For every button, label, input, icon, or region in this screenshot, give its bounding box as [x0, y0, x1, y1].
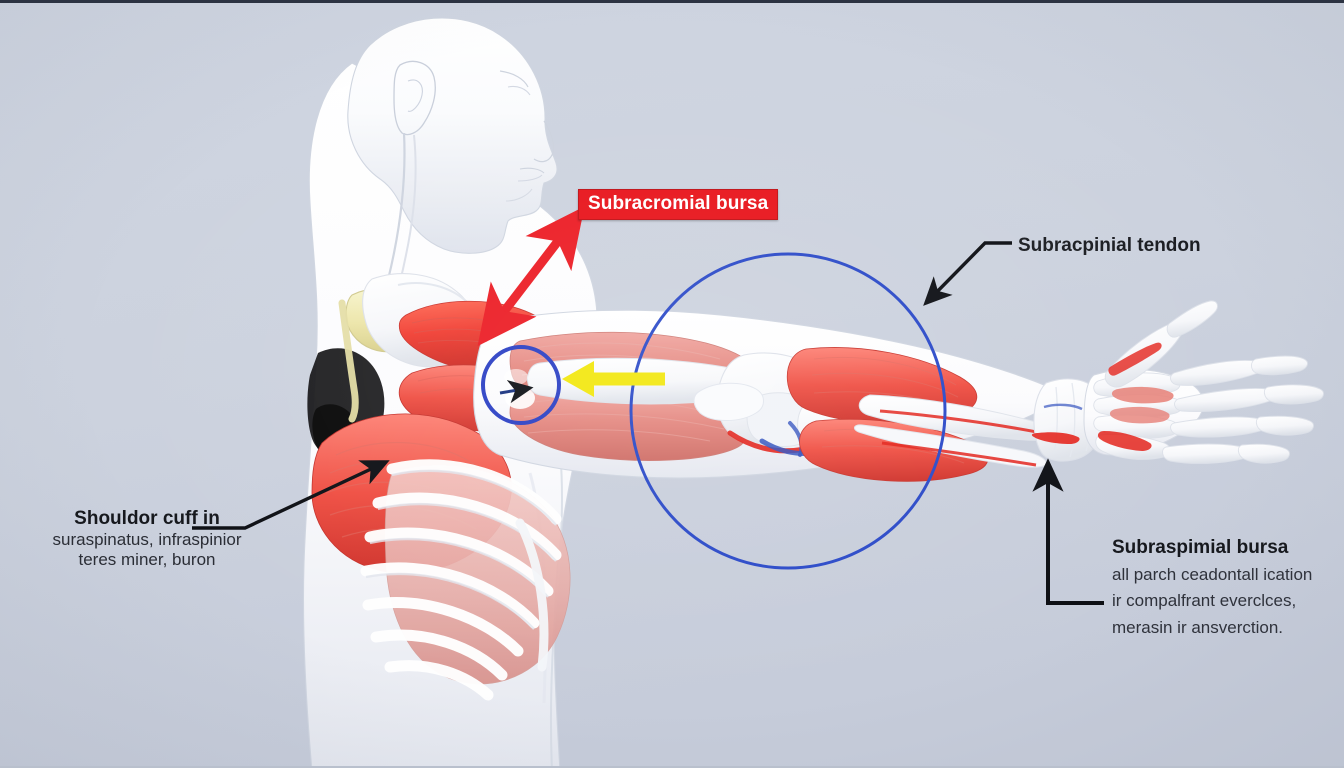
olecranon [693, 382, 764, 421]
ear-outline [393, 60, 436, 136]
nose-line [533, 120, 555, 163]
bursa-note-line-1: all parch ceadontall ication [1112, 565, 1313, 584]
supraspinatus-tendon-label: Subracpinial tendon [1018, 235, 1201, 256]
forearm-tendons [879, 409, 1043, 467]
lip-upper [519, 167, 545, 174]
chin-line [505, 188, 533, 202]
cuff-pointer-arrow [192, 460, 390, 530]
bursa-note-heading: Subraspimial bursa [1112, 537, 1289, 558]
anatomy-artwork [0, 3, 1344, 766]
bursa-note-block: Subraspimial bursa all parch ceadontall … [1112, 537, 1342, 641]
ulna-bone [854, 424, 1047, 468]
tendon-pointer-arrow [923, 241, 1012, 306]
phalanges [1104, 300, 1324, 464]
bursa-inner-pointer [499, 380, 534, 404]
bursa-note-line-2: ir compalfrant everclces, [1112, 591, 1297, 611]
yellow-arrow-head [562, 361, 594, 397]
ribcage-shadow [365, 469, 557, 630]
hand-muscles [1031, 342, 1174, 451]
ear-inner [407, 79, 423, 112]
sternum [515, 518, 549, 672]
rotator-cuff-line-2: teres miner, buron [78, 550, 216, 569]
rotator-cuff-line-1: suraspinatus, infraspinior [52, 530, 242, 549]
lip-lower [517, 174, 543, 182]
ribcage [360, 459, 562, 701]
elbow-highlight-circle [629, 252, 947, 570]
clavicle-band [338, 299, 359, 423]
bursa-note-line-3: merasin ir ansverction. [1112, 617, 1284, 637]
shoulder-region [307, 273, 572, 701]
brow-line [499, 70, 529, 88]
red-double-arrow [477, 206, 585, 347]
rotator-cuff-heading: Shouldor cuff in [74, 508, 220, 529]
hand [1031, 300, 1324, 464]
rotator-cuff-label-block: Shouldor cuff in suraspinatus, infraspin… [22, 508, 272, 570]
bursa-highlight-spot-2 [504, 369, 528, 385]
eye-line [507, 85, 531, 96]
subacromial-bursa-label: Subracromial bursa [578, 189, 779, 220]
wrist-vein [1043, 403, 1083, 411]
bursa-highlight-circle [481, 345, 561, 425]
scapula-ridge [397, 282, 469, 304]
bursa-note-arrow [1032, 458, 1104, 605]
